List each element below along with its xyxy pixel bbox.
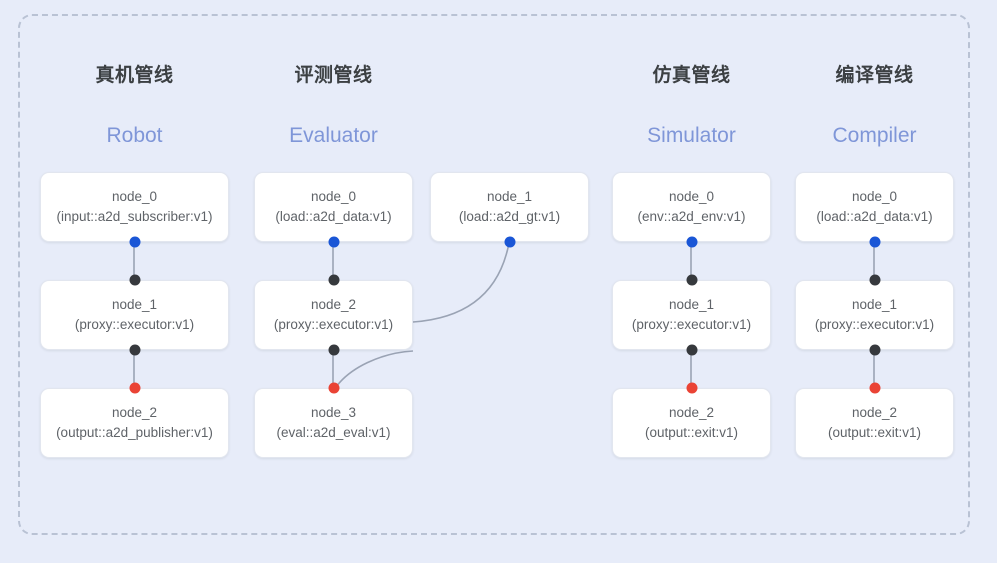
port-out-blue[interactable] bbox=[504, 236, 515, 248]
node-spec: (load::a2d_data:v1) bbox=[275, 209, 392, 224]
node-spec: (env::a2d_env:v1) bbox=[637, 209, 746, 224]
node-spec: (proxy::executor:v1) bbox=[74, 317, 195, 332]
node-spec: (input::a2d_subscriber:v1) bbox=[56, 209, 213, 224]
pipeline-column-robot: 真机管线 Robot bbox=[40, 0, 229, 563]
node-card-evaluator-1[interactable]: node_2(proxy::executor:v1) bbox=[254, 280, 413, 350]
node-spec: (load::a2d_data:v1) bbox=[816, 209, 933, 224]
pipeline-column-evaluator: 评测管线 Evaluator bbox=[254, 0, 413, 563]
node-spec: (proxy::executor:v1) bbox=[814, 317, 935, 332]
node-spec: (output::exit:v1) bbox=[827, 425, 922, 440]
node-card-compiler-2[interactable]: node_2(output::exit:v1) bbox=[795, 388, 954, 458]
port-out-blue[interactable] bbox=[869, 236, 880, 248]
column-title-en-compiler: Compiler bbox=[832, 124, 917, 147]
node-card-compiler-0[interactable]: node_0(load::a2d_data:v1) bbox=[795, 172, 954, 242]
port-in-red[interactable] bbox=[129, 382, 140, 394]
node-card-compiler-1[interactable]: node_1(proxy::executor:v1) bbox=[795, 280, 954, 350]
node-card-robot-2[interactable]: node_2(output::a2d_publisher:v1) bbox=[40, 388, 229, 458]
port-in-black[interactable] bbox=[129, 274, 140, 286]
node-spec: (output::a2d_publisher:v1) bbox=[56, 425, 213, 440]
node-card-simulator-0[interactable]: node_0(env::a2d_env:v1) bbox=[612, 172, 771, 242]
node-card-evaluator-side[interactable]: node_1(load::a2d_gt:v1) bbox=[430, 172, 589, 242]
node-name: node_2 bbox=[851, 405, 898, 420]
column-title-en-evaluator: Evaluator bbox=[289, 124, 378, 147]
port-out-black[interactable] bbox=[129, 344, 140, 356]
node-name: node_1 bbox=[486, 189, 533, 204]
node-name: node_0 bbox=[851, 189, 898, 204]
node-spec: (load::a2d_gt:v1) bbox=[458, 209, 561, 224]
node-name: node_2 bbox=[111, 405, 158, 420]
node-name: node_2 bbox=[668, 405, 715, 420]
node-card-robot-0[interactable]: node_0(input::a2d_subscriber:v1) bbox=[40, 172, 229, 242]
node-card-evaluator-0[interactable]: node_0(load::a2d_data:v1) bbox=[254, 172, 413, 242]
port-in-black[interactable] bbox=[328, 274, 339, 286]
node-card-robot-1[interactable]: node_1(proxy::executor:v1) bbox=[40, 280, 229, 350]
node-name: node_1 bbox=[668, 297, 715, 312]
node-name: node_3 bbox=[310, 405, 357, 420]
port-in-red[interactable] bbox=[328, 382, 339, 394]
port-in-black[interactable] bbox=[869, 274, 880, 286]
node-spec: (eval::a2d_eval:v1) bbox=[276, 425, 391, 440]
column-title-en-simulator: Simulator bbox=[647, 124, 736, 147]
column-title-cn-simulator: 仿真管线 bbox=[652, 65, 731, 86]
pipeline-column-simulator: 仿真管线 Simulator bbox=[612, 0, 771, 563]
node-card-simulator-2[interactable]: node_2(output::exit:v1) bbox=[612, 388, 771, 458]
port-out-blue[interactable] bbox=[129, 236, 140, 248]
node-spec: (proxy::executor:v1) bbox=[273, 317, 394, 332]
port-in-black[interactable] bbox=[686, 274, 697, 286]
port-in-red[interactable] bbox=[686, 382, 697, 394]
port-out-blue[interactable] bbox=[328, 236, 339, 248]
node-name: node_1 bbox=[851, 297, 898, 312]
node-name: node_0 bbox=[111, 189, 158, 204]
column-title-cn-compiler: 编译管线 bbox=[835, 65, 914, 86]
column-title-cn-evaluator: 评测管线 bbox=[294, 65, 373, 86]
node-spec: (proxy::executor:v1) bbox=[631, 317, 752, 332]
edge-eval-gt-to-2 bbox=[412, 242, 510, 323]
pipeline-column-compiler: 编译管线 Compiler bbox=[795, 0, 954, 563]
port-out-blue[interactable] bbox=[686, 236, 697, 248]
node-card-evaluator-2[interactable]: node_3(eval::a2d_eval:v1) bbox=[254, 388, 413, 458]
node-name: node_1 bbox=[111, 297, 158, 312]
node-name: node_2 bbox=[310, 297, 357, 312]
port-out-black[interactable] bbox=[869, 344, 880, 356]
node-spec: (output::exit:v1) bbox=[644, 425, 739, 440]
node-name: node_0 bbox=[310, 189, 357, 204]
column-title-cn-robot: 真机管线 bbox=[95, 65, 174, 86]
column-title-en-robot: Robot bbox=[106, 124, 163, 147]
port-in-red[interactable] bbox=[869, 382, 880, 394]
port-out-black[interactable] bbox=[686, 344, 697, 356]
node-name: node_0 bbox=[668, 189, 715, 204]
port-out-black[interactable] bbox=[328, 344, 339, 356]
node-card-simulator-1[interactable]: node_1(proxy::executor:v1) bbox=[612, 280, 771, 350]
